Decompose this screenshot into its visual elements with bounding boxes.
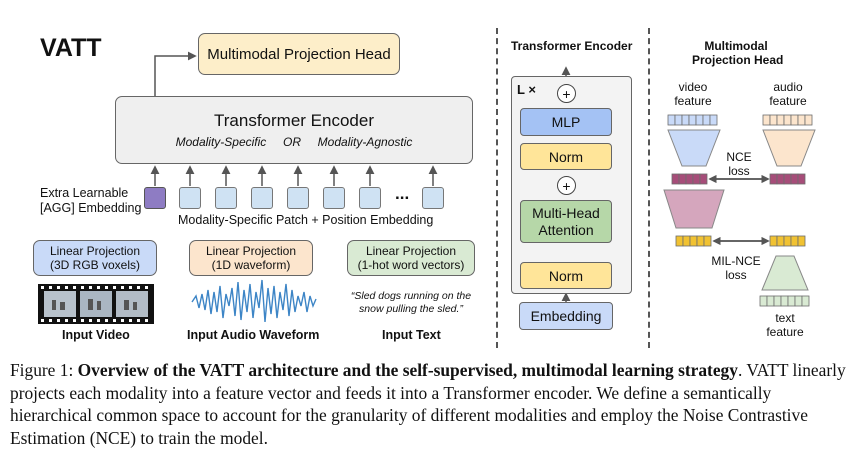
token-arrows: [150, 165, 438, 186]
loss-arrows: [708, 174, 770, 246]
multi-head-attention-box: Multi-Head Attention: [520, 200, 612, 243]
norm-box-upper: Norm: [520, 143, 612, 170]
video-frames-image: [38, 284, 154, 324]
agg-label-line2: [AGG] Embedding: [40, 201, 142, 215]
patch-token: [251, 187, 273, 209]
video-proj-line1: Linear Projection: [49, 244, 141, 258]
audio-proj-line1: Linear Projection: [205, 244, 297, 258]
agg-embedding-label: Extra Learnable [AGG] Embedding: [40, 186, 141, 216]
video-projection-box: Linear Projection (3D RGB voxels): [33, 240, 157, 276]
panel-separator: [496, 28, 498, 348]
encoder-to-head-arrow: [154, 51, 197, 96]
residual-add-bottom: +: [557, 176, 576, 195]
text-proj-line2: (1-hot word vectors): [357, 258, 465, 272]
patch-token: [287, 187, 309, 209]
encoder-subtitle: Modality-Specific OR Modality-Agnostic: [176, 135, 413, 149]
vatt-diagram: VATT Multimodal Projection Head Transfor…: [33, 28, 817, 348]
text-quote-line1: “Sled dogs running on the: [350, 290, 472, 302]
token-ellipsis: ...: [395, 184, 410, 203]
transformer-encoder-box: Transformer Encoder Modality-Specific OR…: [115, 96, 473, 164]
audio-proj-line2: (1D waveform): [211, 258, 291, 272]
mlp-label: MLP: [551, 114, 581, 130]
norm-label-upper: Norm: [548, 148, 584, 165]
head-title-line2: Projection Head: [692, 53, 784, 67]
text-proj-line1: Linear Projection: [365, 244, 457, 258]
encoder-subtitle-mid: OR: [282, 135, 301, 149]
norm-box-lower: Norm: [520, 262, 612, 289]
input-audio-label: Input Audio Waveform: [187, 328, 320, 342]
text-projection-box: Linear Projection (1-hot word vectors): [347, 240, 475, 276]
nce-line2: loss: [728, 164, 750, 178]
head-panel-title: Multimodal Projection Head: [692, 39, 784, 67]
projection-head-panel-shapes: [663, 129, 816, 291]
attention-line2: Attention: [538, 221, 594, 238]
encoder-subtitle-right: Modality-Agnostic: [317, 135, 413, 149]
patch-token: [422, 187, 444, 209]
milnce-loss-label: MIL-NCE loss: [706, 254, 766, 282]
input-text-label: Input Text: [382, 328, 441, 342]
audio-feature-line1: audio: [773, 80, 803, 94]
audio-feature-label: audio feature: [759, 80, 817, 108]
diagram-connectors: [38, 51, 816, 324]
milnce-line1: MIL-NCE: [711, 254, 761, 268]
encoder-repeat-label: L ×: [517, 82, 536, 97]
feature-strips: [667, 114, 813, 307]
plus-bottom: +: [562, 177, 571, 194]
caption-body: . VATT linearly projects each modality i…: [10, 360, 846, 448]
residual-add-top: +: [557, 84, 576, 103]
video-proj-line2: (3D RGB voxels): [49, 258, 141, 272]
text-quote-line2: snow pulling the sled.”: [359, 303, 463, 315]
attention-line1: Multi-Head: [532, 204, 600, 221]
input-video-label: Input Video: [62, 328, 130, 342]
norm-label-lower: Norm: [548, 267, 584, 284]
vatt-title: VATT: [40, 34, 102, 62]
panel-separator: [648, 28, 650, 348]
text-feature-line1: text: [775, 311, 795, 325]
video-feature-line1: video: [678, 80, 708, 94]
encoder-title: Transformer Encoder: [214, 111, 374, 130]
embedding-label: Embedding: [530, 308, 602, 324]
nce-loss-label: NCE loss: [714, 150, 764, 178]
patch-token: [215, 187, 237, 209]
text-feature-line2: feature: [766, 325, 804, 339]
figure-caption: Figure 1: Overview of the VATT architect…: [10, 359, 846, 449]
text-feature-label: text feature: [756, 311, 814, 339]
audio-projection-box: Linear Projection (1D waveform): [189, 240, 313, 276]
nce-line1: NCE: [726, 150, 752, 164]
milnce-line2: loss: [725, 268, 747, 282]
text-quote: “Sled dogs running on the snow pulling t…: [344, 290, 478, 316]
patch-embedding-label: Modality-Specific Patch + Position Embed…: [178, 213, 434, 227]
encoder-subtitle-left: Modality-Specific: [175, 135, 267, 149]
projection-head-box: Multimodal Projection Head: [198, 33, 400, 75]
head-title-line1: Multimodal: [704, 39, 768, 53]
audio-waveform-image: [191, 279, 317, 323]
caption-label: Figure 1:: [10, 360, 74, 380]
plus-top: +: [562, 85, 571, 102]
caption-bold: Overview of the VATT architecture and th…: [77, 360, 738, 380]
patch-token: [323, 187, 345, 209]
video-feature-label: video feature: [664, 80, 722, 108]
mlp-box: MLP: [520, 108, 612, 136]
agg-token: [144, 187, 166, 209]
patch-token: [359, 187, 381, 209]
projection-head-label: Multimodal Projection Head: [207, 45, 391, 63]
encoder-panel-title: Transformer Encoder: [511, 39, 633, 53]
video-feature-line2: feature: [674, 94, 712, 108]
embedding-box: Embedding: [519, 302, 613, 330]
agg-label-line1: Extra Learnable: [40, 186, 129, 200]
patch-token: [179, 187, 201, 209]
audio-feature-line2: feature: [769, 94, 807, 108]
